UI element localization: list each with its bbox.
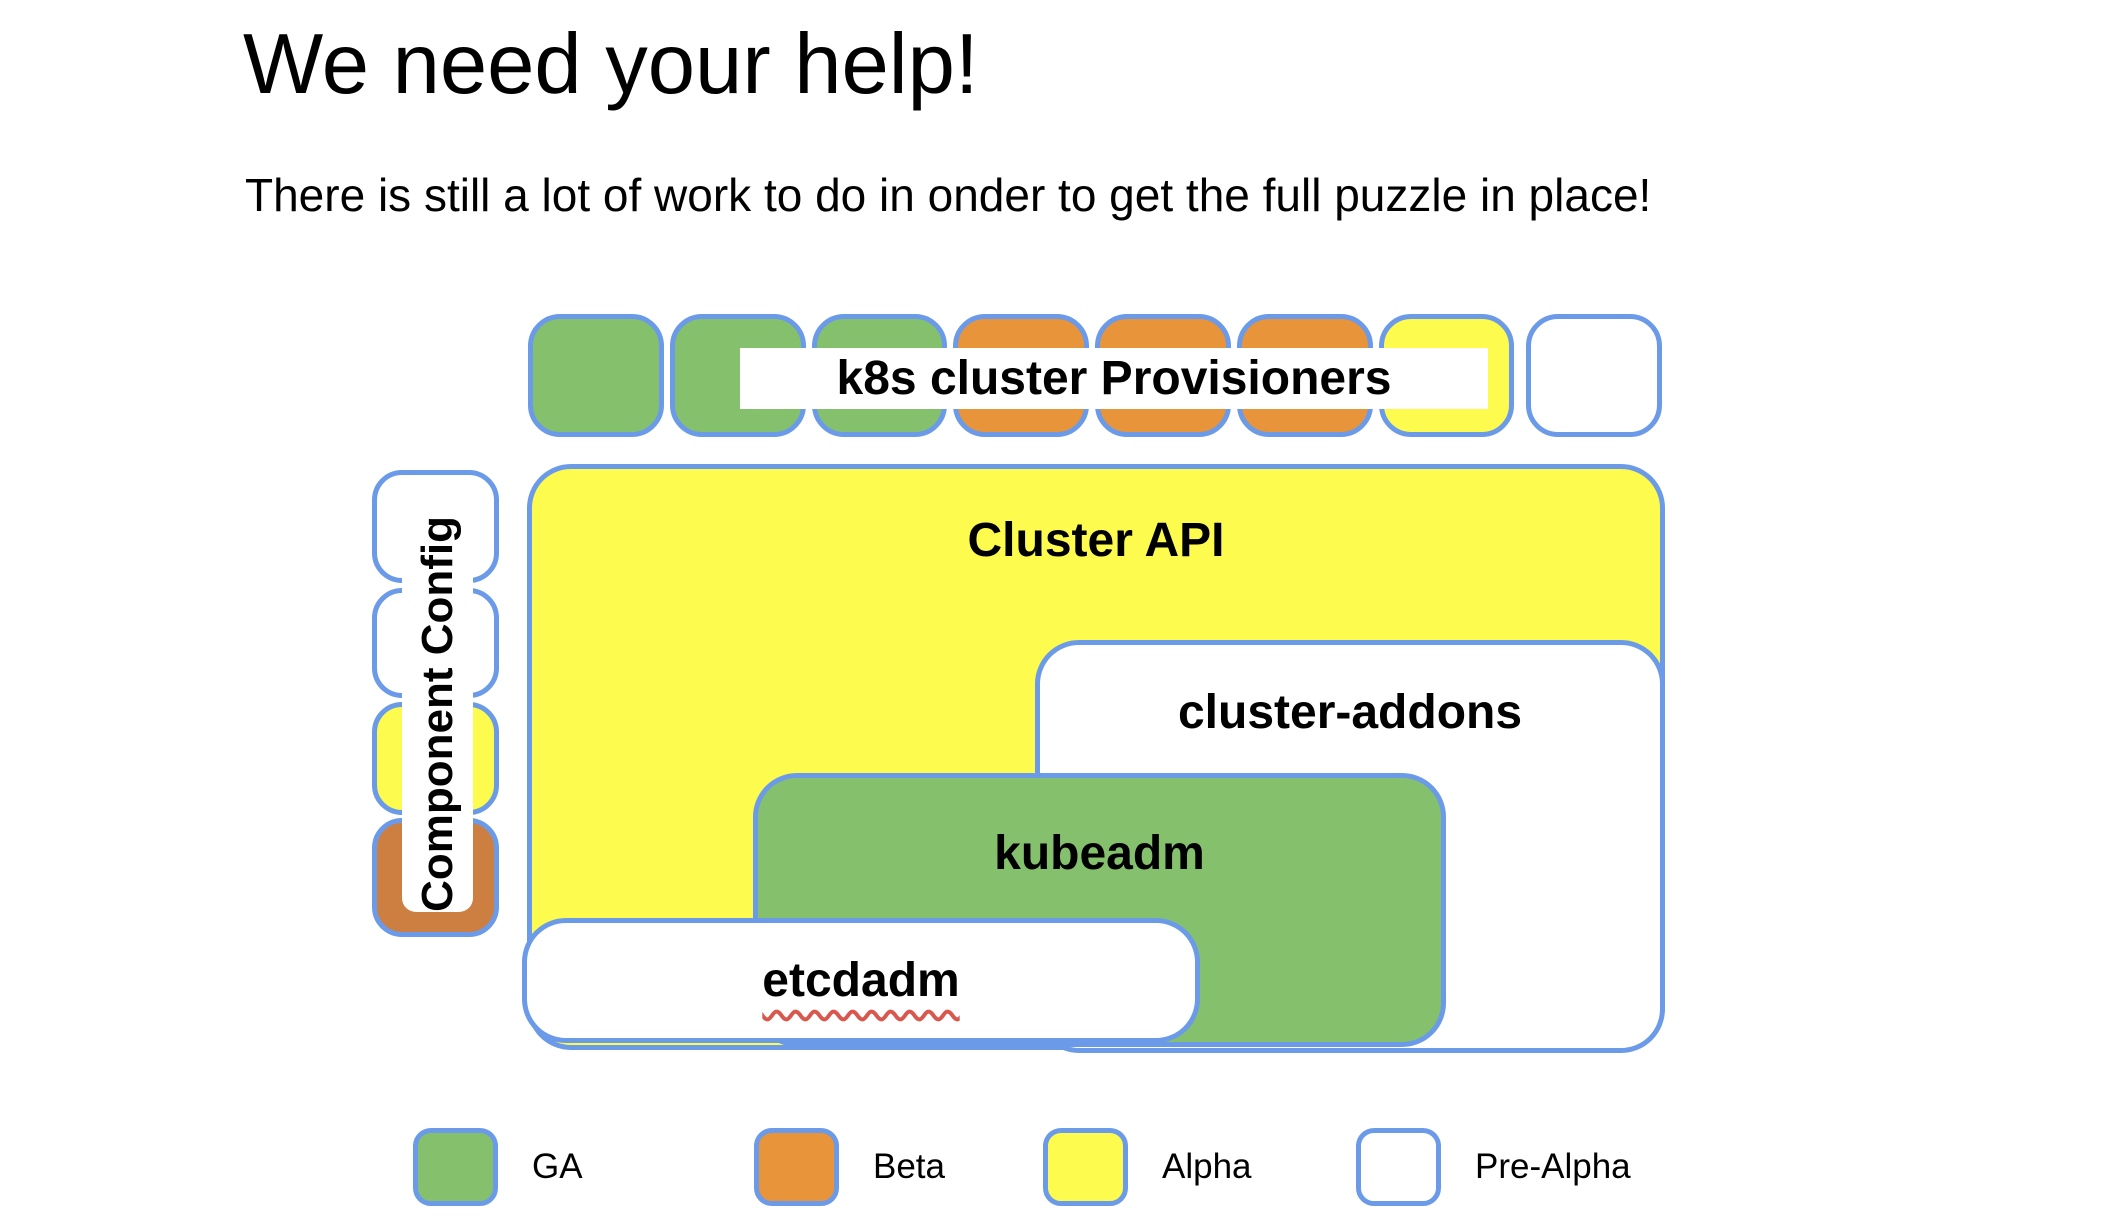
kubeadm-label: kubeadm [994, 827, 1205, 880]
legend-swatch-pre-alpha [1356, 1128, 1441, 1206]
legend-item-beta: Beta [754, 1128, 945, 1206]
status-legend: GA Beta Alpha Pre-Alpha [0, 1128, 2126, 1208]
provisioners-label: k8s cluster Provisioners [740, 348, 1488, 409]
cluster-api-label: Cluster API [967, 514, 1225, 567]
slide-subtitle: There is still a lot of work to do in on… [245, 169, 1652, 221]
cluster-addons-label: cluster-addons [1177, 686, 1523, 739]
legend-item-ga: GA [413, 1128, 583, 1206]
etcdadm-box: etcdadm [522, 918, 1200, 1043]
provisioner-tile-1-ga [528, 314, 664, 437]
legend-swatch-ga [413, 1128, 498, 1206]
etcdadm-label: etcdadm [762, 954, 960, 1007]
legend-swatch-beta [754, 1128, 839, 1206]
legend-label-ga: GA [532, 1147, 583, 1186]
legend-item-pre-alpha: Pre-Alpha [1356, 1128, 1631, 1206]
provisioner-tile-8-pre-alpha [1526, 314, 1662, 437]
legend-label-beta: Beta [873, 1147, 945, 1186]
legend-swatch-alpha [1043, 1128, 1128, 1206]
legend-item-alpha: Alpha [1043, 1128, 1252, 1206]
legend-label-pre-alpha: Pre-Alpha [1475, 1147, 1631, 1186]
legend-label-alpha: Alpha [1162, 1147, 1252, 1186]
slide-title: We need your help! [243, 17, 979, 112]
component-config-label-box: Component Config [402, 515, 473, 912]
component-config-label: Component Config [412, 515, 462, 912]
